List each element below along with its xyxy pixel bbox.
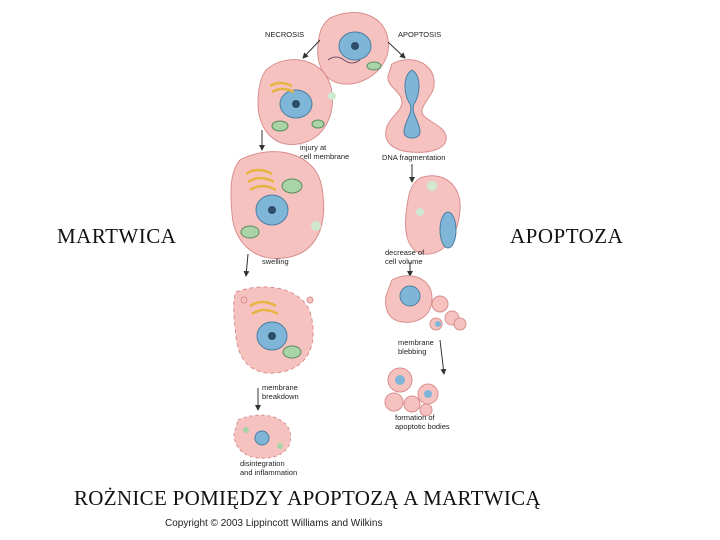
apoptosis-label: APOPTOZA (510, 224, 624, 248)
decrease-label-1: decrease of (385, 248, 425, 257)
necrosis-title: NECROSIS (265, 30, 304, 39)
disintegration-label-2: and inflammation (240, 468, 297, 477)
injury-label-2: cell membrane (300, 152, 349, 161)
apoptosis-cell-blebbing (385, 275, 467, 331)
breakdown-label-2: breakdown (262, 392, 299, 401)
copyright-note: Copyright © 2003 Lippincott Williams and… (165, 518, 383, 529)
apoptosis-title: APOPTOSIS (398, 30, 441, 39)
necrosis-cell-injury (257, 59, 336, 145)
necrosis-cell-swelling (230, 151, 325, 259)
apoptotic-bodies (384, 367, 439, 417)
breakdown-label-1: membrane (262, 383, 298, 392)
blebbing-label-1: membrane (398, 338, 434, 347)
apoptosis-cell-shrink (405, 175, 461, 255)
normal-cell (317, 12, 389, 85)
apoptosis-cell-dna (385, 59, 447, 153)
page-caption: ROŻNICE POMIĘDZY APOPTOZĄ A MARTWICĄ (74, 486, 541, 510)
necrosis-cell-breakdown (233, 286, 314, 374)
bodies-label-2: apoptotic bodies (395, 422, 450, 431)
bodies-label-1: formation of (395, 413, 436, 422)
decrease-label-2: cell volume (385, 257, 423, 266)
swelling-label: swelling (262, 257, 289, 266)
injury-label-1: injury at (300, 143, 327, 152)
necrosis-debris (233, 414, 292, 459)
dna-label: DNA fragmentation (382, 153, 445, 162)
disintegration-label-1: disintegration (240, 459, 285, 468)
blebbing-label-2: blebbing (398, 347, 426, 356)
necrosis-label: MARTWICA (57, 224, 177, 248)
